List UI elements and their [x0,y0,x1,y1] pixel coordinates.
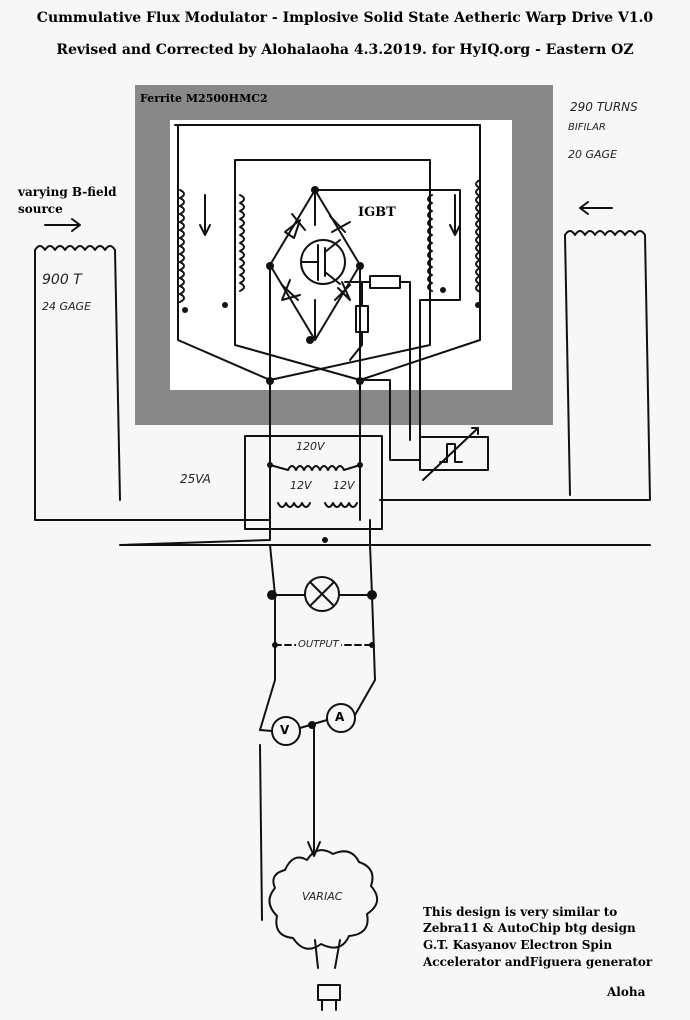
diagram-subtitle: Revised and Corrected by Alohalaoha 4.3.… [56,42,634,58]
diode-1 [284,213,306,239]
diagram-title: Cummulative Flux Modulator - Implosive S… [36,10,654,26]
pulse-generator [419,436,489,471]
ammeter-label: A [335,710,345,724]
junction-dot [475,302,481,308]
signature: Aloha [607,985,646,999]
diode-2 [329,215,351,233]
diode-4 [334,281,351,301]
transformer-secondary-b-label: 12V [333,479,355,492]
igbt-label: IGBT [358,205,396,220]
transformer-secondary-coil [277,502,358,508]
variac-label: VARIAC [302,890,343,903]
transformer-box [244,435,383,530]
junction-dot [266,377,274,385]
variac-leads [314,939,341,969]
variac-outline [268,849,378,950]
pulse-symbol [439,443,463,463]
junction-dot [322,537,328,543]
core-window [170,120,512,390]
core-label: Ferrite M2500HMC2 [140,92,268,105]
junction-dot [311,186,319,194]
junction-dot [222,302,228,308]
lamp-rails [269,544,373,596]
junction-dot [267,590,277,600]
output-rails [259,594,376,731]
gate-driver-wires [359,199,461,461]
note-line-1: This design is very similar to [423,905,618,919]
transformer-primary-coil [269,464,361,471]
ammeter-symbol [326,703,356,733]
junction-dot [266,262,274,270]
voltmeter-label: V [280,723,290,737]
junction-dot [369,642,375,648]
junction-dot [182,307,188,313]
bridge-to-bottom [269,264,361,381]
junction-dot [356,377,364,385]
transformer-primary-label: 120V [296,440,325,453]
arrow-down-left [199,194,211,236]
junction-dot [267,462,273,468]
meter-arrow [307,841,321,857]
transformer-wires [119,379,651,546]
resistor-wires [344,281,411,441]
right-coil-gauge: 20 GAGE [568,148,618,161]
lamp-symbol [304,576,340,612]
left-inner-coil [239,194,245,292]
right-inner-coil [427,194,433,292]
junction-dot [272,642,278,648]
igbt-internal [301,239,341,285]
junction-dot [357,462,363,468]
junction-dot [440,287,446,293]
left-coil-gauge: 24 GAGE [42,300,92,313]
pulse-adjust-arrow [422,427,479,481]
coil-bottom-leads [177,319,481,381]
lamp-cross [309,581,335,607]
output-label: OUTPUT [296,639,341,650]
left-coil-turns: 900 T [42,272,82,288]
junction-dot [356,262,364,270]
note-line-2: Zebra11 & AutoChip btg design [423,921,636,935]
junction-dot [308,721,316,729]
diode-3 [281,279,301,301]
arrow-down-right [449,194,461,236]
transformer-secondary-a-label: 12V [290,479,312,492]
left-external-coil [34,245,271,521]
right-outer-coil [475,179,481,293]
junction-dot [367,590,377,600]
right-external-coil [379,230,651,501]
right-coil-turns: 290 TURNS [570,100,638,114]
bfield-label-2: source [18,202,63,216]
transformer-rating: 25VA [180,472,211,486]
arrow-bfield [44,218,81,232]
note-line-4: Accelerator andFiguera generator [423,955,653,969]
junction-dot [306,336,314,344]
plug [317,984,341,1011]
arrow-right-coil [579,201,613,215]
bfield-label-1: varying B-field [18,185,117,199]
note-line-3: G.T. Kasyanov Electron Spin [423,938,613,952]
inner-winding-frame [174,124,481,331]
right-coil-type: BIFILAR [568,122,606,133]
left-outer-coil [179,189,185,303]
